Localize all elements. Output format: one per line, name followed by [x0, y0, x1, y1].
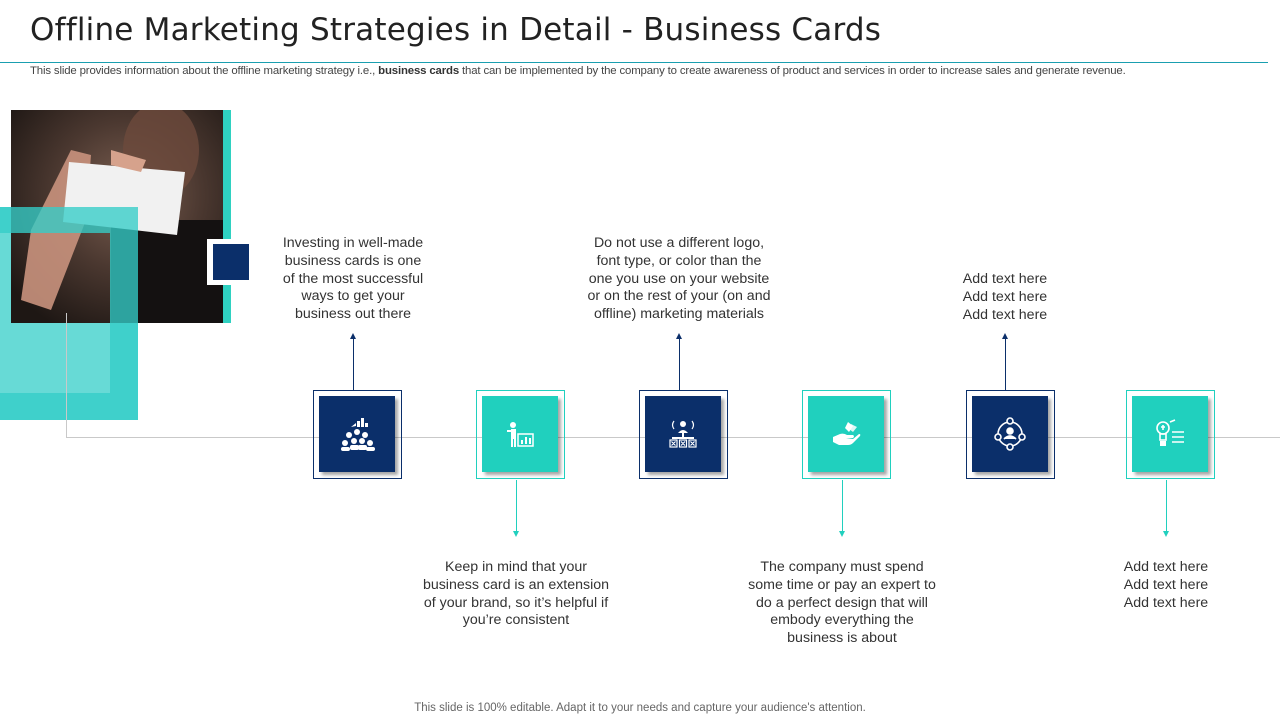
arrow-up-icon	[350, 333, 356, 339]
subtitle-text: This slide provides information about th…	[30, 65, 378, 77]
step-4-text: The company must spend some time or pay …	[742, 559, 942, 648]
step-5-node	[972, 396, 1050, 474]
timeline-connector	[66, 313, 67, 438]
page-subtitle: This slide provides information about th…	[30, 65, 1126, 77]
arrow-up-icon	[676, 333, 682, 339]
team-growth-icon	[319, 396, 395, 472]
step-6-node	[1132, 396, 1210, 474]
step-2-node	[482, 396, 560, 474]
arrow-up-icon	[1002, 333, 1008, 339]
arrow-down-icon	[513, 531, 519, 537]
step-1-connector	[353, 336, 354, 390]
step-1-text: Investing in well-made business cards is…	[253, 235, 453, 324]
step-4-connector	[842, 480, 843, 532]
step-3-node	[645, 396, 723, 474]
step-6-text: Add text here Add text here Add text her…	[1066, 559, 1266, 612]
step-3-text: Do not use a different logo, font type, …	[579, 235, 779, 324]
title-divider	[0, 62, 1268, 63]
arrow-down-icon	[1163, 531, 1169, 537]
step-2-connector	[516, 480, 517, 532]
step-1-node	[319, 396, 397, 474]
photo-accent-bar	[223, 110, 231, 323]
broadcast-checklist-icon	[645, 396, 721, 472]
step-3-connector	[679, 336, 680, 390]
teal-frame-overlay	[0, 207, 140, 422]
user-network-icon	[972, 396, 1048, 472]
navy-square	[213, 244, 249, 280]
arrow-down-icon	[839, 531, 845, 537]
hand-money-icon	[808, 396, 884, 472]
step-5-text: Add text here Add text here Add text her…	[905, 271, 1105, 324]
subtitle-highlight: business cards	[378, 65, 459, 77]
step-2-text: Keep in mind that your business card is …	[416, 559, 616, 630]
idea-list-icon	[1132, 396, 1208, 472]
presenter-chart-icon	[482, 396, 558, 472]
step-5-connector	[1005, 336, 1006, 390]
step-4-node	[808, 396, 886, 474]
step-6-connector	[1166, 480, 1167, 532]
page-title: Offline Marketing Strategies in Detail -…	[30, 12, 881, 48]
slide-footer: This slide is 100% editable. Adapt it to…	[0, 702, 1280, 714]
subtitle-text-end: that can be implemented by the company t…	[459, 65, 1126, 77]
